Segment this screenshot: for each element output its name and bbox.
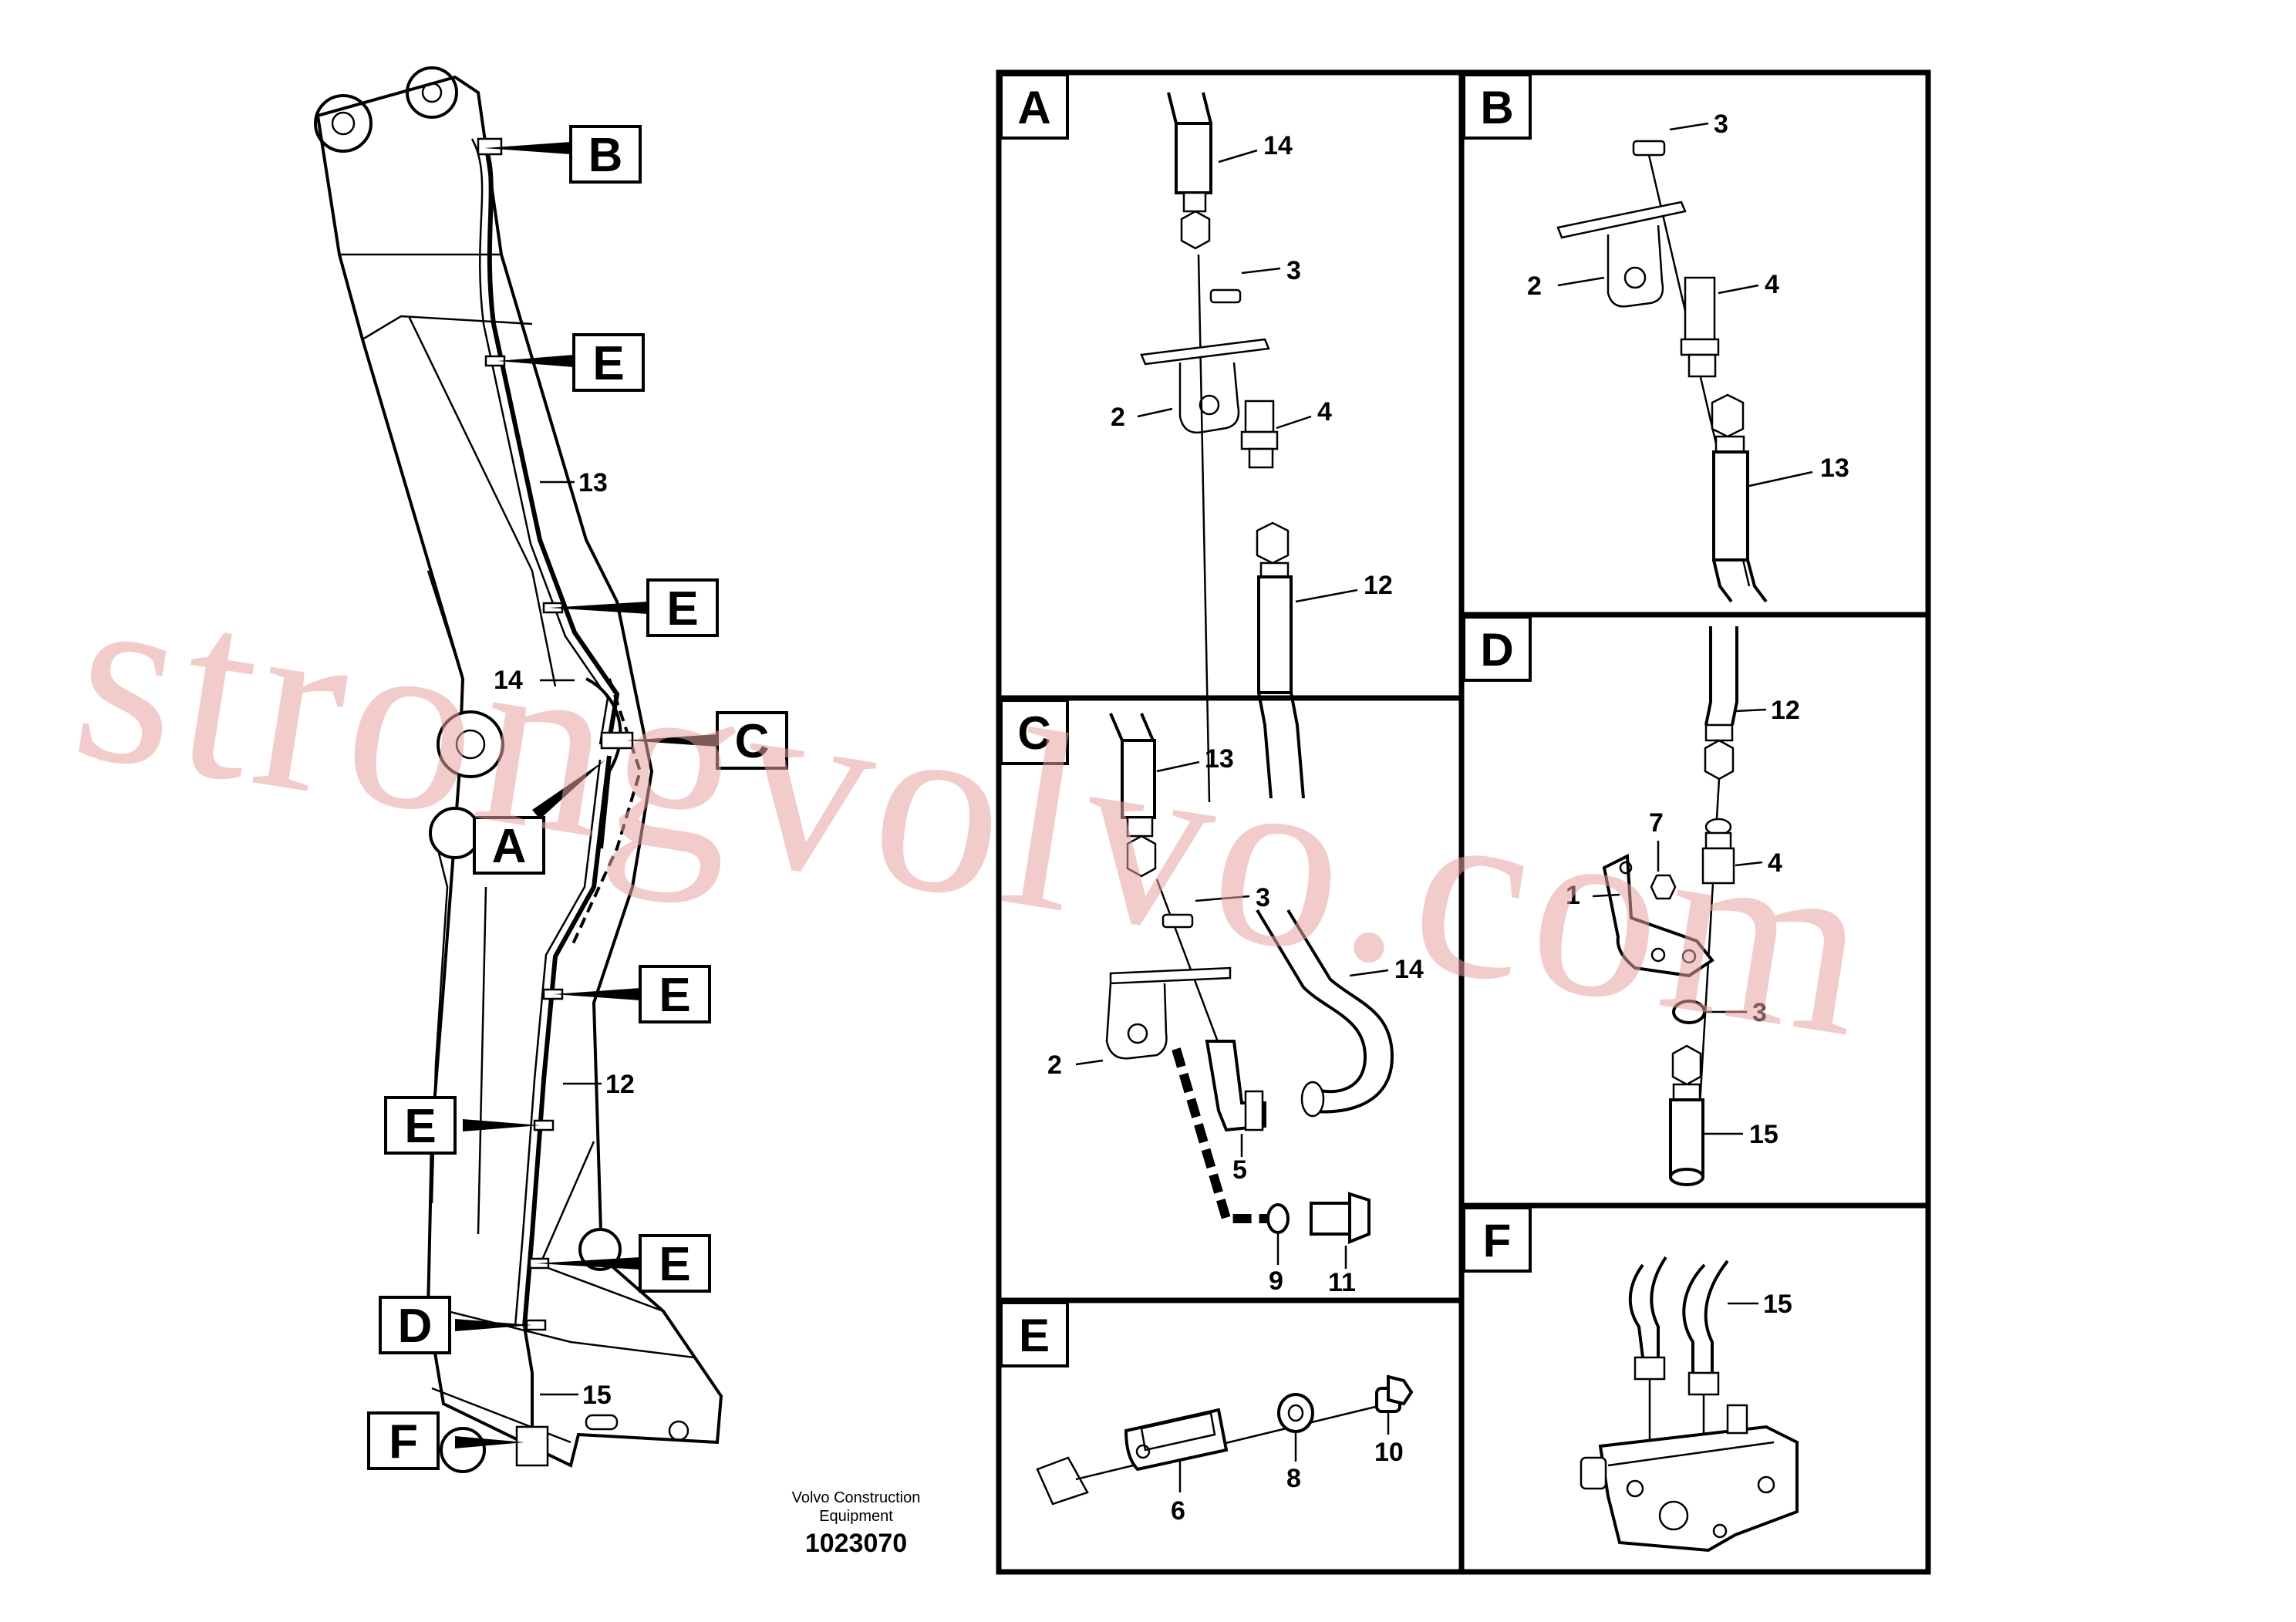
- panel-f: F 15: [1462, 1206, 1799, 1553]
- panel-a-part-2: 2: [1111, 403, 1125, 432]
- panel-e: E 6 8 10: [1000, 1301, 1414, 1526]
- overview-part-13: 13: [578, 468, 608, 497]
- panel-d-part-15: 15: [1749, 1120, 1778, 1149]
- svg-text:E: E: [1019, 1310, 1050, 1361]
- panel-c-part-14: 14: [1394, 955, 1424, 984]
- panel-c: C: [1000, 699, 1424, 1297]
- overview-leaders: [455, 142, 717, 1448]
- overview-part-12: 12: [605, 1070, 635, 1099]
- callout-box-e-2: E: [646, 578, 719, 637]
- panel-d: D: [1462, 615, 1800, 1186]
- svg-text:D: D: [398, 1300, 433, 1353]
- panel-c-part-11: 11: [1328, 1268, 1356, 1297]
- svg-text:E: E: [592, 337, 624, 390]
- panel-f-part-15: 15: [1763, 1290, 1792, 1319]
- svg-text:F: F: [1483, 1215, 1512, 1266]
- arm-mid-pivot: [429, 710, 504, 859]
- panel-d-part-7: 7: [1649, 808, 1664, 838]
- panel-b-part-3: 3: [1714, 110, 1728, 139]
- excavator-arm-overview: B E E C A E E E: [314, 66, 788, 1473]
- svg-text:D: D: [1480, 624, 1513, 676]
- svg-text:E: E: [404, 1100, 436, 1153]
- panel-d-part-1: 1: [1566, 881, 1580, 910]
- svg-text:C: C: [1017, 707, 1050, 759]
- panel-d-part-4: 4: [1768, 848, 1782, 878]
- panel-b-part-4: 4: [1765, 270, 1779, 299]
- callout-box-e-4: E: [384, 1096, 457, 1155]
- panel-e-part-6: 6: [1171, 1496, 1185, 1526]
- hose-12: [522, 755, 612, 1327]
- detail-panels: A: [996, 69, 1931, 1575]
- overview-part-14: 14: [494, 666, 523, 695]
- svg-text:A: A: [492, 820, 527, 873]
- panel-d-part-12: 12: [1771, 696, 1800, 725]
- callout-box-b: B: [569, 125, 642, 184]
- panel-a-part-12: 12: [1364, 571, 1393, 600]
- panel-c-part-5: 5: [1232, 1155, 1247, 1185]
- svg-text:F: F: [389, 1415, 418, 1469]
- overview-part-15: 15: [582, 1381, 612, 1410]
- svg-text:E: E: [659, 969, 690, 1022]
- panel-d-part-3: 3: [1752, 998, 1767, 1027]
- panel-a-part-3: 3: [1286, 256, 1301, 285]
- panel-c-part-3: 3: [1256, 883, 1270, 912]
- svg-text:A: A: [1017, 82, 1050, 133]
- callout-box-c: C: [716, 711, 788, 770]
- svg-text:B: B: [588, 129, 623, 182]
- hose-clamps: [477, 137, 634, 1467]
- panel-e-part-10: 10: [1374, 1438, 1404, 1467]
- panel-b-part-2: 2: [1527, 271, 1542, 301]
- hose-14: [585, 677, 622, 849]
- callout-box-e-3: E: [639, 965, 711, 1023]
- callout-box-f: F: [367, 1411, 440, 1470]
- panel-a: A: [1000, 73, 1393, 803]
- callout-box-a: A: [473, 816, 545, 875]
- svg-text:C: C: [735, 715, 770, 768]
- callout-box-d: D: [379, 1296, 451, 1354]
- panel-c-part-9: 9: [1269, 1266, 1283, 1296]
- panel-c-part-13: 13: [1205, 744, 1234, 774]
- footer-company-name: Volvo Construction Equipment: [791, 1489, 921, 1525]
- panel-a-part-4: 4: [1317, 397, 1332, 427]
- svg-text:E: E: [659, 1238, 690, 1291]
- svg-text:E: E: [666, 582, 698, 636]
- callout-box-e-1: E: [572, 333, 645, 392]
- hose-13: [480, 137, 620, 741]
- panel-b: B 3 2 4 13: [1462, 73, 1849, 603]
- footer-drawing-id: 1023070: [804, 1529, 908, 1558]
- callout-box-e-5: E: [639, 1234, 711, 1293]
- panel-a-part-14: 14: [1263, 131, 1293, 160]
- panel-c-part-2: 2: [1047, 1050, 1062, 1080]
- svg-text:B: B: [1480, 82, 1513, 133]
- panel-e-part-8: 8: [1286, 1464, 1301, 1493]
- panel-b-part-13: 13: [1820, 454, 1849, 483]
